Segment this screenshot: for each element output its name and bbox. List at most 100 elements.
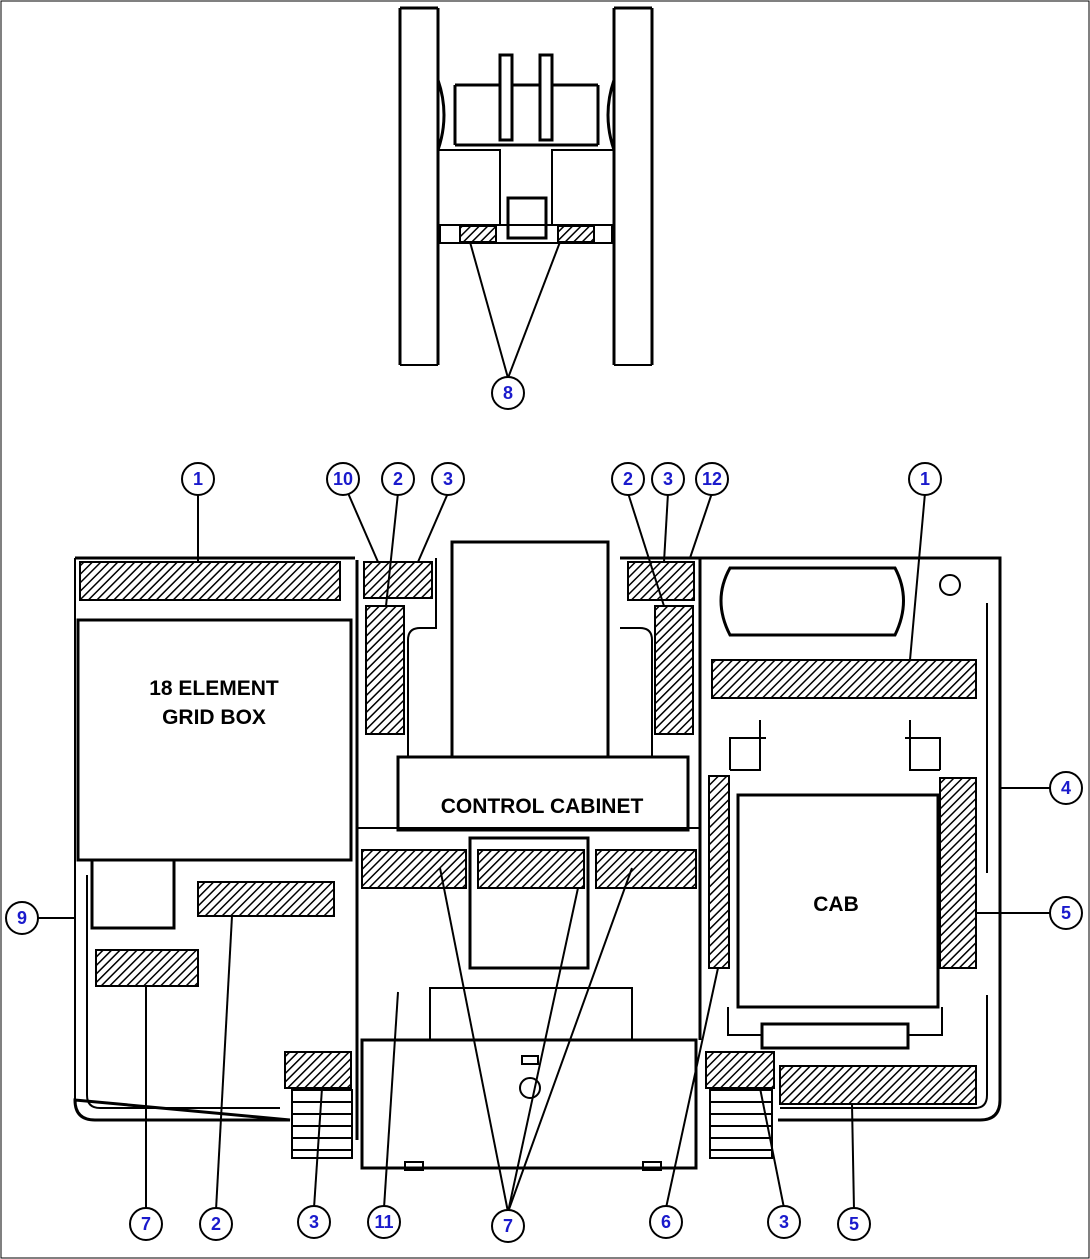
cab-label: CAB — [813, 893, 859, 916]
svg-text:2: 2 — [393, 469, 403, 489]
drum-foot-left — [404, 1161, 424, 1171]
weight-block-2-side-right — [654, 605, 694, 735]
axle-plate-right — [538, 53, 554, 142]
svg-text:5: 5 — [849, 1214, 859, 1234]
callout-2-mid-left: 2 — [381, 462, 415, 496]
axle-hubs — [436, 79, 616, 151]
svg-text:3: 3 — [309, 1212, 319, 1232]
weight-block-2-left — [197, 881, 335, 917]
fuel-tank — [719, 566, 905, 637]
axle-tube — [453, 83, 600, 147]
weight-block-7-b — [477, 849, 585, 889]
left-frame-rail — [398, 6, 440, 365]
weight-block-1-left — [79, 561, 341, 601]
svg-text:7: 7 — [503, 1216, 513, 1236]
leader-8-left — [469, 241, 509, 379]
callout-2-mid-right: 2 — [611, 462, 645, 496]
cabinet-mount-right — [620, 627, 653, 756]
right-ladder — [709, 1089, 773, 1159]
svg-text:8: 8 — [503, 383, 513, 403]
svg-text:7: 7 — [141, 1214, 151, 1234]
weight-block-7-c — [595, 849, 697, 889]
grid-box-stand — [90, 858, 176, 930]
axle-crossbar — [439, 224, 613, 244]
callout-1-right: 1 — [908, 462, 942, 496]
weight-block-left — [459, 225, 497, 243]
callout-7-bottom-left: 7 — [129, 1207, 163, 1241]
svg-text:12: 12 — [702, 469, 722, 489]
svg-text:5: 5 — [1061, 903, 1071, 923]
axle-plate-left — [498, 53, 514, 142]
svg-text:4: 4 — [1061, 778, 1071, 798]
inner-left-rail — [86, 875, 280, 1109]
weight-block-3-bottom-right — [705, 1051, 775, 1089]
weight-block-5-bottom — [779, 1065, 977, 1105]
right-frame-rail — [612, 6, 654, 365]
weight-block-3-bottom-left — [284, 1051, 352, 1089]
callout-9: 9 — [5, 901, 39, 935]
weight-block-6 — [708, 775, 730, 969]
callout-3-bottom-left: 3 — [297, 1205, 331, 1239]
svg-text:3: 3 — [663, 469, 673, 489]
svg-text:3: 3 — [779, 1212, 789, 1232]
weight-block-2-side-left — [365, 605, 405, 735]
callout-3-mid-left: 3 — [431, 462, 465, 496]
callout-3-bottom-right: 3 — [767, 1205, 801, 1239]
svg-text:9: 9 — [17, 908, 27, 928]
leader-lines — [38, 492, 1050, 1213]
callout-10: 10 — [326, 462, 360, 496]
svg-text:1: 1 — [193, 469, 203, 489]
cabinet-upper — [450, 540, 610, 784]
svg-text:3: 3 — [443, 469, 453, 489]
callout-12: 12 — [695, 462, 729, 496]
grid-box — [76, 618, 353, 862]
callout-1-left: 1 — [181, 462, 215, 496]
weight-block-3-top-left — [363, 561, 433, 599]
weight-block-1-right — [711, 659, 977, 699]
cab-base-plate — [760, 1022, 910, 1050]
svg-text:11: 11 — [374, 1212, 393, 1232]
front-axle-view — [398, 6, 654, 379]
callout-2-bottom: 2 — [199, 1207, 233, 1241]
callout-4: 4 — [1049, 771, 1083, 805]
weight-block-3-top-right — [627, 561, 695, 601]
main-deck-plan: 18 ELEMENT GRID BOX CONTROL CABINET — [73, 540, 1002, 1171]
weight-block-7-left — [95, 949, 199, 987]
control-cabinet — [396, 755, 690, 832]
callout-3-mid-right: 3 — [651, 462, 685, 496]
filler-cap — [939, 574, 961, 596]
grid-box-label-line2: GRID BOX — [162, 706, 266, 729]
hoist-drum — [360, 1038, 698, 1170]
axle-coupler — [506, 196, 548, 240]
grid-box-label-line1: 18 ELEMENT — [149, 677, 279, 700]
callout-5-right: 5 — [1049, 896, 1083, 930]
cabinet-mount-left — [407, 558, 437, 756]
callouts: 8 1 10 2 3 2 3 12 1 4 9 5 7 2 3 11 7 6 3… — [5, 376, 1083, 1243]
svg-text:6: 6 — [661, 1212, 671, 1232]
axle-support — [438, 149, 614, 225]
svg-text:1: 1 — [920, 469, 930, 489]
svg-text:2: 2 — [623, 469, 633, 489]
hoist-housing — [429, 987, 633, 1040]
weight-block-right — [557, 225, 595, 243]
weight-block-5-side — [939, 777, 977, 969]
control-cabinet-label: CONTROL CABINET — [441, 795, 644, 818]
drum-detail-hole — [519, 1077, 541, 1099]
callout-8: 8 — [491, 376, 525, 410]
drum-detail-slot — [521, 1055, 539, 1065]
callout-6: 6 — [649, 1205, 683, 1239]
leader-8-right — [507, 241, 561, 379]
drum-foot-right — [642, 1161, 662, 1171]
weight-block-7-a — [361, 849, 467, 889]
inner-right-rail — [780, 603, 988, 1109]
cab-steps — [729, 720, 941, 771]
callout-5-bottom: 5 — [837, 1207, 871, 1241]
svg-text:2: 2 — [211, 1214, 221, 1234]
callout-7-bottom-center: 7 — [491, 1209, 525, 1243]
callout-11: 11 — [367, 1205, 401, 1239]
svg-text:10: 10 — [333, 469, 353, 489]
deck-outline — [73, 556, 1002, 1122]
